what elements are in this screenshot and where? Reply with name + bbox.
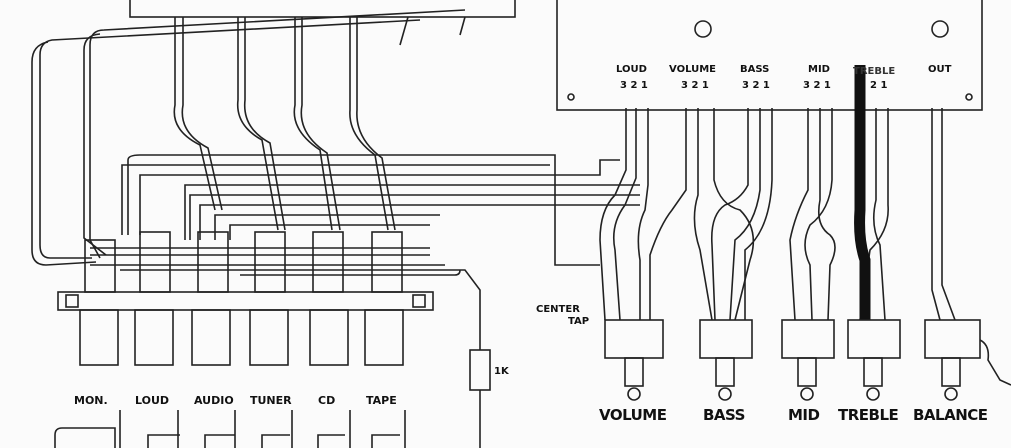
center-tap-line2: TAP — [568, 316, 590, 327]
board-mount-hole — [965, 93, 973, 101]
board-mount-hole — [931, 20, 949, 38]
pot-mid — [781, 319, 835, 401]
pins-volume: 3 2 1 — [681, 80, 709, 91]
top-chassis — [129, 0, 516, 18]
resistor-label: 1K — [494, 366, 509, 377]
switch-frames — [84, 231, 403, 293]
pins-loud: 3 2 1 — [620, 80, 648, 91]
pot-label-mid: MID — [788, 406, 820, 424]
board-mount-hole — [694, 20, 712, 38]
pot-label-treble: TREBLE — [838, 406, 899, 424]
switch-label-tuner: TUNER — [250, 394, 292, 407]
pots — [604, 319, 1011, 401]
pot-bass — [699, 319, 753, 401]
control-board — [556, 0, 983, 111]
switch-label-tape: TAPE — [366, 394, 397, 407]
pins-bass: 3 2 1 — [742, 80, 770, 91]
switch-label-cd: CD — [318, 394, 336, 407]
switch-stems — [79, 309, 404, 366]
switch-bodies — [57, 291, 434, 311]
switch-label-loud: LOUD — [135, 394, 170, 407]
board-label-volume: VOLUME — [669, 64, 716, 75]
pot-treble — [847, 319, 901, 401]
board-label-mid: MID — [808, 64, 830, 75]
resistor-1k — [469, 349, 491, 391]
board-label-bass: BASS — [740, 64, 770, 75]
switch-label-audio: AUDIO — [194, 394, 234, 407]
pot-volume — [604, 319, 664, 401]
pot-balance — [924, 319, 1011, 401]
pot-label-volume: VOLUME — [599, 406, 667, 424]
board-label-out: OUT — [928, 64, 952, 75]
pins-mid: 3 2 1 — [803, 80, 831, 91]
switch-label-mon: MON. — [74, 394, 108, 407]
board-label-loud: LOUD — [616, 64, 647, 75]
pot-label-bass: BASS — [703, 406, 745, 424]
pins-treble: 2 1 — [870, 80, 888, 91]
pot-label-balance: BALANCE — [913, 406, 988, 424]
board-mount-hole — [567, 93, 575, 101]
board-label-treble: TREBLE — [853, 66, 896, 77]
center-tap-line1: CENTER — [536, 304, 580, 315]
